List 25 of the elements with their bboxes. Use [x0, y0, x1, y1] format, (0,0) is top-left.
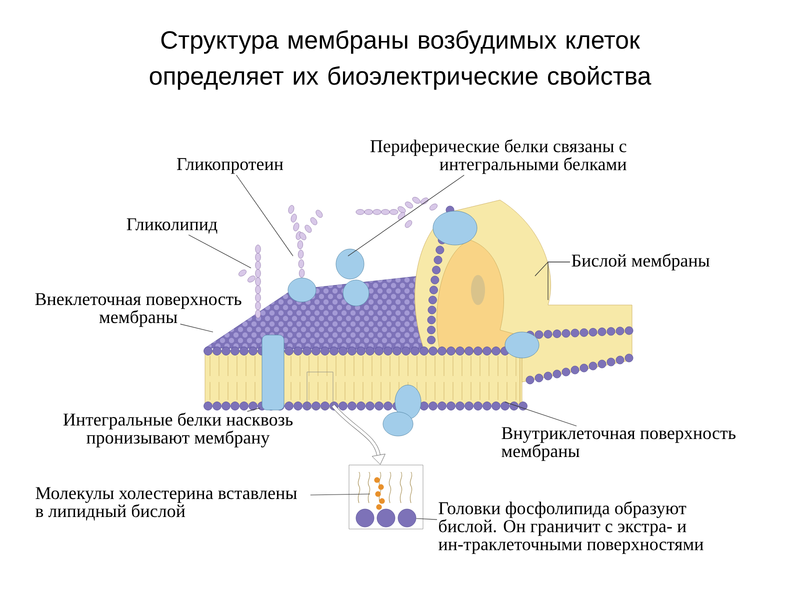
label-text: Бислой мембраны	[572, 254, 710, 270]
leader-line	[236, 174, 294, 256]
phospholipid-head	[376, 508, 396, 528]
leader-line	[180, 324, 214, 332]
inset-frame	[348, 464, 424, 530]
leader-line	[310, 494, 370, 496]
leader-line	[548, 262, 570, 300]
label-text: Периферические белки связаны с интегральными белками	[370, 139, 626, 174]
detail-frame	[306, 372, 334, 408]
label-text: Молекулы холестерина вставлены в липидный бислой	[36, 487, 297, 520]
leader-line	[504, 402, 577, 426]
label-text: Головки фосфолипида образуют бислой. Он граничит с экстра- и ин-траклеточными поверхностями	[438, 501, 704, 554]
phospholipid-head	[398, 508, 416, 528]
label-text: Гликолипид	[126, 218, 218, 234]
label-text: Гликопротеин	[177, 158, 284, 174]
phospholipid-head	[356, 508, 374, 528]
leader-line	[416, 518, 438, 520]
leader-line	[246, 408, 260, 412]
hollow-arrow	[332, 404, 386, 465]
title: Структура мембраны возбудимых клеток определяет их биоэлектрические свойства	[150, 30, 652, 90]
label-text: Интегральные белки насквозь пронизывают мембрану	[63, 412, 293, 448]
label-text: Внеклеточная поверхность мембраны	[35, 293, 242, 327]
leader-line	[188, 234, 252, 268]
label-text: Внутриклеточная поверхность мембраны	[502, 427, 736, 461]
leader-line	[348, 174, 464, 256]
